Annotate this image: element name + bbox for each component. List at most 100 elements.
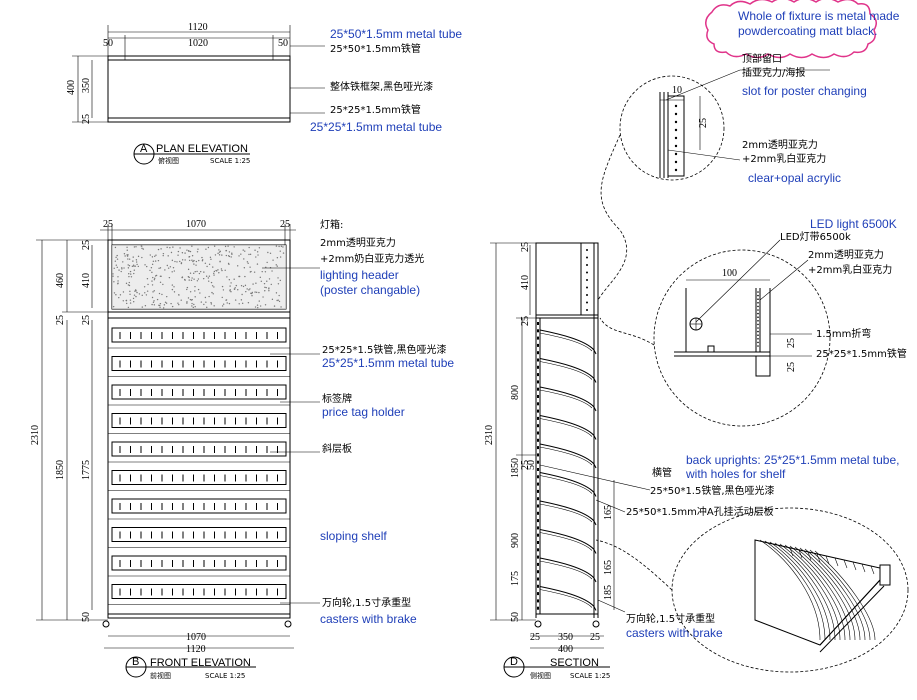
speckle-dot (143, 286, 146, 288)
speckle-dot (189, 250, 192, 253)
speckle-dot (118, 269, 120, 271)
speckle-dot (197, 248, 199, 250)
upright-hole (537, 351, 539, 355)
plan-elevation: 1120 50 1020 50 400 350 25 25*50*1.5mm m… (66, 22, 462, 165)
speckle-dot (186, 286, 189, 289)
speckle-dot (225, 299, 227, 301)
speckle-dot (172, 267, 175, 269)
header-hole (586, 301, 588, 304)
front-caster-en: casters with brake (320, 612, 417, 626)
shelf-hook (861, 563, 866, 573)
front-dim-bot-mid: 1070 (186, 632, 206, 643)
speckle-dot (162, 254, 164, 257)
speckle-dot (128, 265, 131, 267)
speckle-dot (169, 247, 171, 249)
speckle-dot (184, 259, 186, 261)
speckle-dot (196, 280, 199, 282)
slot-hole (674, 104, 678, 108)
speckle-dot (151, 303, 153, 306)
speckle-dot (129, 299, 132, 301)
speckle-dot (265, 286, 267, 289)
section-shelf (539, 386, 595, 408)
speckle-dot (171, 288, 174, 291)
speckle-dot (193, 263, 195, 265)
detail-top-cn1: 顶部留口 (742, 52, 782, 65)
speckle-dot (244, 275, 246, 278)
slot-hole (674, 128, 678, 132)
speckle-dot (256, 304, 259, 306)
section-shelf-lip (593, 577, 597, 583)
speckle-dot (116, 254, 118, 257)
speckle-dot (249, 253, 252, 256)
front-caster-left (102, 620, 110, 628)
led-dot (757, 338, 759, 340)
speckle-dot (253, 271, 256, 273)
section-shelf-inner (539, 589, 593, 608)
section-dim-165b: 165 (603, 560, 614, 575)
speckle-dot (244, 284, 247, 287)
speckle-dot (236, 265, 239, 267)
speckle-dot (202, 277, 205, 280)
speckle-dot (270, 283, 272, 286)
section-shelf (539, 529, 595, 550)
speckle-dot (125, 282, 128, 285)
upright-hole (537, 606, 539, 610)
speckle-dot (195, 260, 198, 263)
speckle-dot (173, 270, 176, 272)
speckle-dot (246, 288, 248, 290)
speckle-dot (212, 293, 214, 295)
speckle-dot (129, 293, 131, 295)
slot-hole (674, 168, 678, 172)
speckle-dot (164, 301, 167, 303)
speckle-dot (252, 283, 254, 285)
shelf-front-edge (819, 579, 881, 646)
speckle-dot (224, 269, 226, 271)
section-shelf (539, 329, 595, 351)
speckle-dot (219, 261, 221, 263)
speckle-dot (266, 280, 268, 282)
upright-hole (537, 562, 539, 566)
speckle-dot (157, 248, 160, 251)
led-dot (757, 291, 759, 293)
speckle-dot (153, 290, 155, 292)
speckle-dot (166, 246, 168, 249)
section-shelf (539, 500, 595, 522)
speckle-dot (147, 283, 149, 286)
detail-poster-slot: 10 25 顶部留口 插亚克力/海报 slot for poster chang… (597, 52, 867, 301)
speckle-dot (114, 246, 117, 249)
speckle-dot (173, 291, 176, 293)
upright-hole (537, 533, 539, 537)
speckle-dot (243, 258, 245, 260)
speckle-dot (132, 301, 135, 303)
section-caster-left (534, 620, 542, 628)
speckle-dot (191, 305, 193, 307)
speckle-dot (171, 305, 174, 308)
led-dot (757, 302, 759, 304)
speckle-dot (177, 302, 179, 304)
speckle-dot (213, 286, 215, 288)
speckle-dot (119, 294, 122, 296)
speckle-dot (135, 259, 138, 261)
upright-hole (537, 584, 539, 588)
speckle-dot (191, 255, 194, 257)
section-shelf-lip (593, 492, 597, 497)
section-dim-d-350: 350 (558, 632, 573, 643)
speckle-dot (204, 296, 207, 299)
speckle-dot (211, 291, 213, 294)
section-crossbar-spec-cn: 25*50*1.5铁管,黑色哑光漆 (650, 484, 775, 497)
speckle-dot (166, 295, 168, 298)
speckle-dot (206, 265, 208, 268)
speckle-dot (166, 264, 169, 267)
speckle-dot (217, 252, 219, 255)
speckle-dot (156, 298, 159, 301)
speckle-dot (275, 292, 278, 294)
speckle-dot (206, 306, 208, 309)
speckle-dot (193, 278, 195, 280)
cloud-note-line2: powdercoating matt black. (738, 24, 877, 38)
speckle-dot (154, 277, 156, 280)
speckle-dot (238, 255, 240, 257)
front-title-cn: 前视图 (150, 671, 171, 680)
shelf-hook (870, 565, 875, 575)
header-hole (586, 256, 588, 259)
section-header-holes (586, 249, 588, 311)
